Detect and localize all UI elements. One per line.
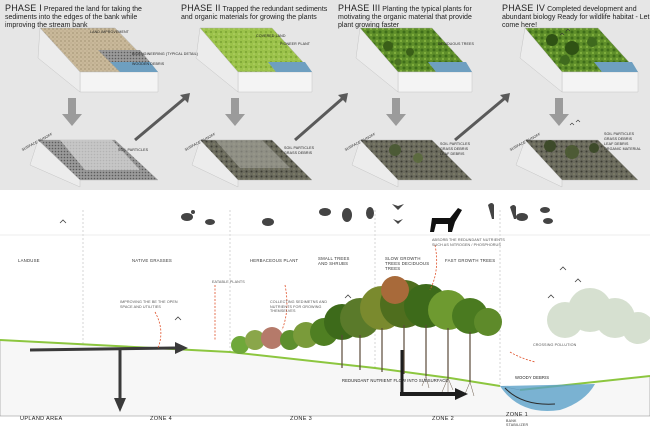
riparian-section: LANDUSE NATIVE GRASSES HERBACEOUS PLANT … xyxy=(0,190,650,433)
fish-icon xyxy=(540,207,550,213)
p4-label-soil-particles: SOIL PARTICLES xyxy=(604,132,635,136)
zone-name-zone3: ZONE 3 xyxy=(290,416,313,422)
zone-label-slow-growth: SLOW GROWTH TREES DECIDUOUS TREES xyxy=(385,256,430,271)
tree-canopy-group xyxy=(231,276,502,354)
phase-1-title: PHASE I xyxy=(5,3,42,13)
phase-2-text: PHASE II Trapped the redundant sediments… xyxy=(181,4,331,22)
phase-2-upper-block xyxy=(195,27,313,93)
butterfly-icon-2 xyxy=(393,219,403,224)
p1-label-soil-particles: SOIL PARTICLES xyxy=(118,148,149,152)
phase-3-lower-block xyxy=(351,139,473,188)
p2-label-covered-land: COVERED LAND xyxy=(256,34,286,38)
zone-label-fast-growth: FAST GROWTH TREES xyxy=(445,258,496,263)
zone-name-upland: UPLAND AREA xyxy=(20,416,63,422)
annotation-collecting: COLLECTING SEDIMETNS AND NUTRIENTS FOR G… xyxy=(270,300,328,313)
butterfly-icon xyxy=(392,204,404,210)
zone1-sub-bank-stabilizer: BANK STABILIZER xyxy=(506,419,529,427)
tree-roots xyxy=(421,375,475,397)
phase-2-lower-block xyxy=(191,139,313,188)
owl-icon xyxy=(366,207,374,219)
section-drawing xyxy=(0,203,650,417)
rabbit-icon xyxy=(181,213,193,221)
zone-label-small-trees: SMALL TREES AND SHRUBS xyxy=(318,256,350,266)
p1-label-land-improvement: LAND IMPROVEMENT xyxy=(90,30,129,34)
subsurface-flow-arrow xyxy=(400,350,468,400)
p4-label-organic-material: ORGANIC MATERIAL xyxy=(604,147,642,151)
phase-4-title: PHASE IV xyxy=(502,3,546,13)
phase-3-upper-block xyxy=(355,27,473,93)
p2-label-soil-particles: SOIL PARTICLES xyxy=(284,146,315,150)
annotation-improving: IMPROVING THE BE THE OPEN SPACE AND UTIL… xyxy=(120,300,178,309)
stream-water xyxy=(500,384,595,411)
annotation-absorb: ABSORB THE REDUNDANT NUTRIENTS SUCH AS N… xyxy=(432,238,505,247)
deer-icon xyxy=(430,208,462,232)
flamingo-icon-2 xyxy=(510,205,516,219)
p3-label-leaf-debris: LEAF DEBRIS xyxy=(440,152,465,156)
p1-label-wooden-debris: WOODEN DEBRIS xyxy=(132,62,165,66)
phase-1-upper-block xyxy=(37,27,159,93)
phase-1-lower-block xyxy=(29,139,159,188)
phases-panel: PHASE I Prepared the land for taking the… xyxy=(0,0,650,190)
phase-down-arrows xyxy=(62,98,569,126)
phase-4-desc: Completed development and abundant biolo… xyxy=(502,6,650,29)
phase-3-title: PHASE III xyxy=(338,3,381,13)
zone-label-herbaceous-plant: HERBACEOUS PLANT xyxy=(250,258,299,263)
p4-label-grass-debris: GRASS DEBRIS xyxy=(604,137,633,141)
beetle-icon xyxy=(319,208,331,216)
p3-label-deciduous-trees: DECIDUOUS TREES xyxy=(438,42,474,46)
frog-icon xyxy=(205,219,215,225)
animal-silhouettes xyxy=(181,203,553,232)
p3-label-soil-particles: SOIL PARTICLES xyxy=(440,142,471,146)
phase-3-desc: Planting the typical plants for motivati… xyxy=(338,6,472,29)
surface-flow-arrow xyxy=(29,342,188,412)
tree-trunks xyxy=(341,325,471,382)
flamingo-icon xyxy=(488,203,494,219)
annotation-woody-debris: WOODY DEBRIS xyxy=(515,375,550,380)
p3-label-grass-debris: GRASS DEBRIS xyxy=(440,147,469,151)
phase-1-text: PHASE I Prepared the land for taking the… xyxy=(5,4,155,30)
bird-icons-phase4 xyxy=(559,28,581,126)
phase-2-title: PHASE II xyxy=(181,3,221,13)
annotation-leaders xyxy=(154,244,536,363)
phase-progress-arrows xyxy=(134,96,506,142)
faded-trees-right xyxy=(547,288,650,344)
zone-name-zone4: ZONE 4 xyxy=(150,416,173,422)
squirrel-icon xyxy=(342,208,352,222)
phase-4-text: PHASE IV Completed development and abund… xyxy=(502,4,650,30)
zone-name-zone1: ZONE 1 xyxy=(506,412,529,418)
annotation-eatable: EATABLE PLANTS xyxy=(212,280,245,284)
phase-2-desc: Trapped the redundant sediments and orga… xyxy=(181,6,328,21)
phase-1-desc: Prepared the land for taking the sedimen… xyxy=(5,6,142,29)
section-bird-icons xyxy=(59,219,582,321)
p1-label-bioengineering: BIOENGINEERING (TYPICAL DETAIL) xyxy=(132,52,199,56)
fish-icon-2 xyxy=(543,218,553,224)
phase-blocks-drawing xyxy=(29,27,639,188)
annotation-redundant-flow: REDUNDANT NUTRIENT FLOW INTO SUBSURFACE xyxy=(342,378,449,383)
stream-bank-edge xyxy=(504,387,556,405)
zone-label-native-grasses: NATIVE GRASSES xyxy=(132,258,172,263)
annotation-crossing: CROSSING POLLUTION xyxy=(533,343,577,347)
phase-4-upper-block xyxy=(519,27,639,93)
p2-label-pioneer-plant: PIONEER PLANT xyxy=(280,42,311,46)
p4-label-leaf-debris: LEAF DEBRIS xyxy=(604,142,629,146)
rabbit-icon-2 xyxy=(262,218,274,226)
phase-3-text: PHASE III Planting the typical plants fo… xyxy=(338,4,488,30)
phase-4-lower-block xyxy=(515,139,639,188)
frog-icon-2 xyxy=(516,213,528,221)
zone-name-zone2: ZONE 2 xyxy=(432,416,455,422)
p2-label-grass-debris: GRASS DEBRIS xyxy=(284,151,313,155)
zone-label-landuse: LANDUSE xyxy=(18,258,40,263)
